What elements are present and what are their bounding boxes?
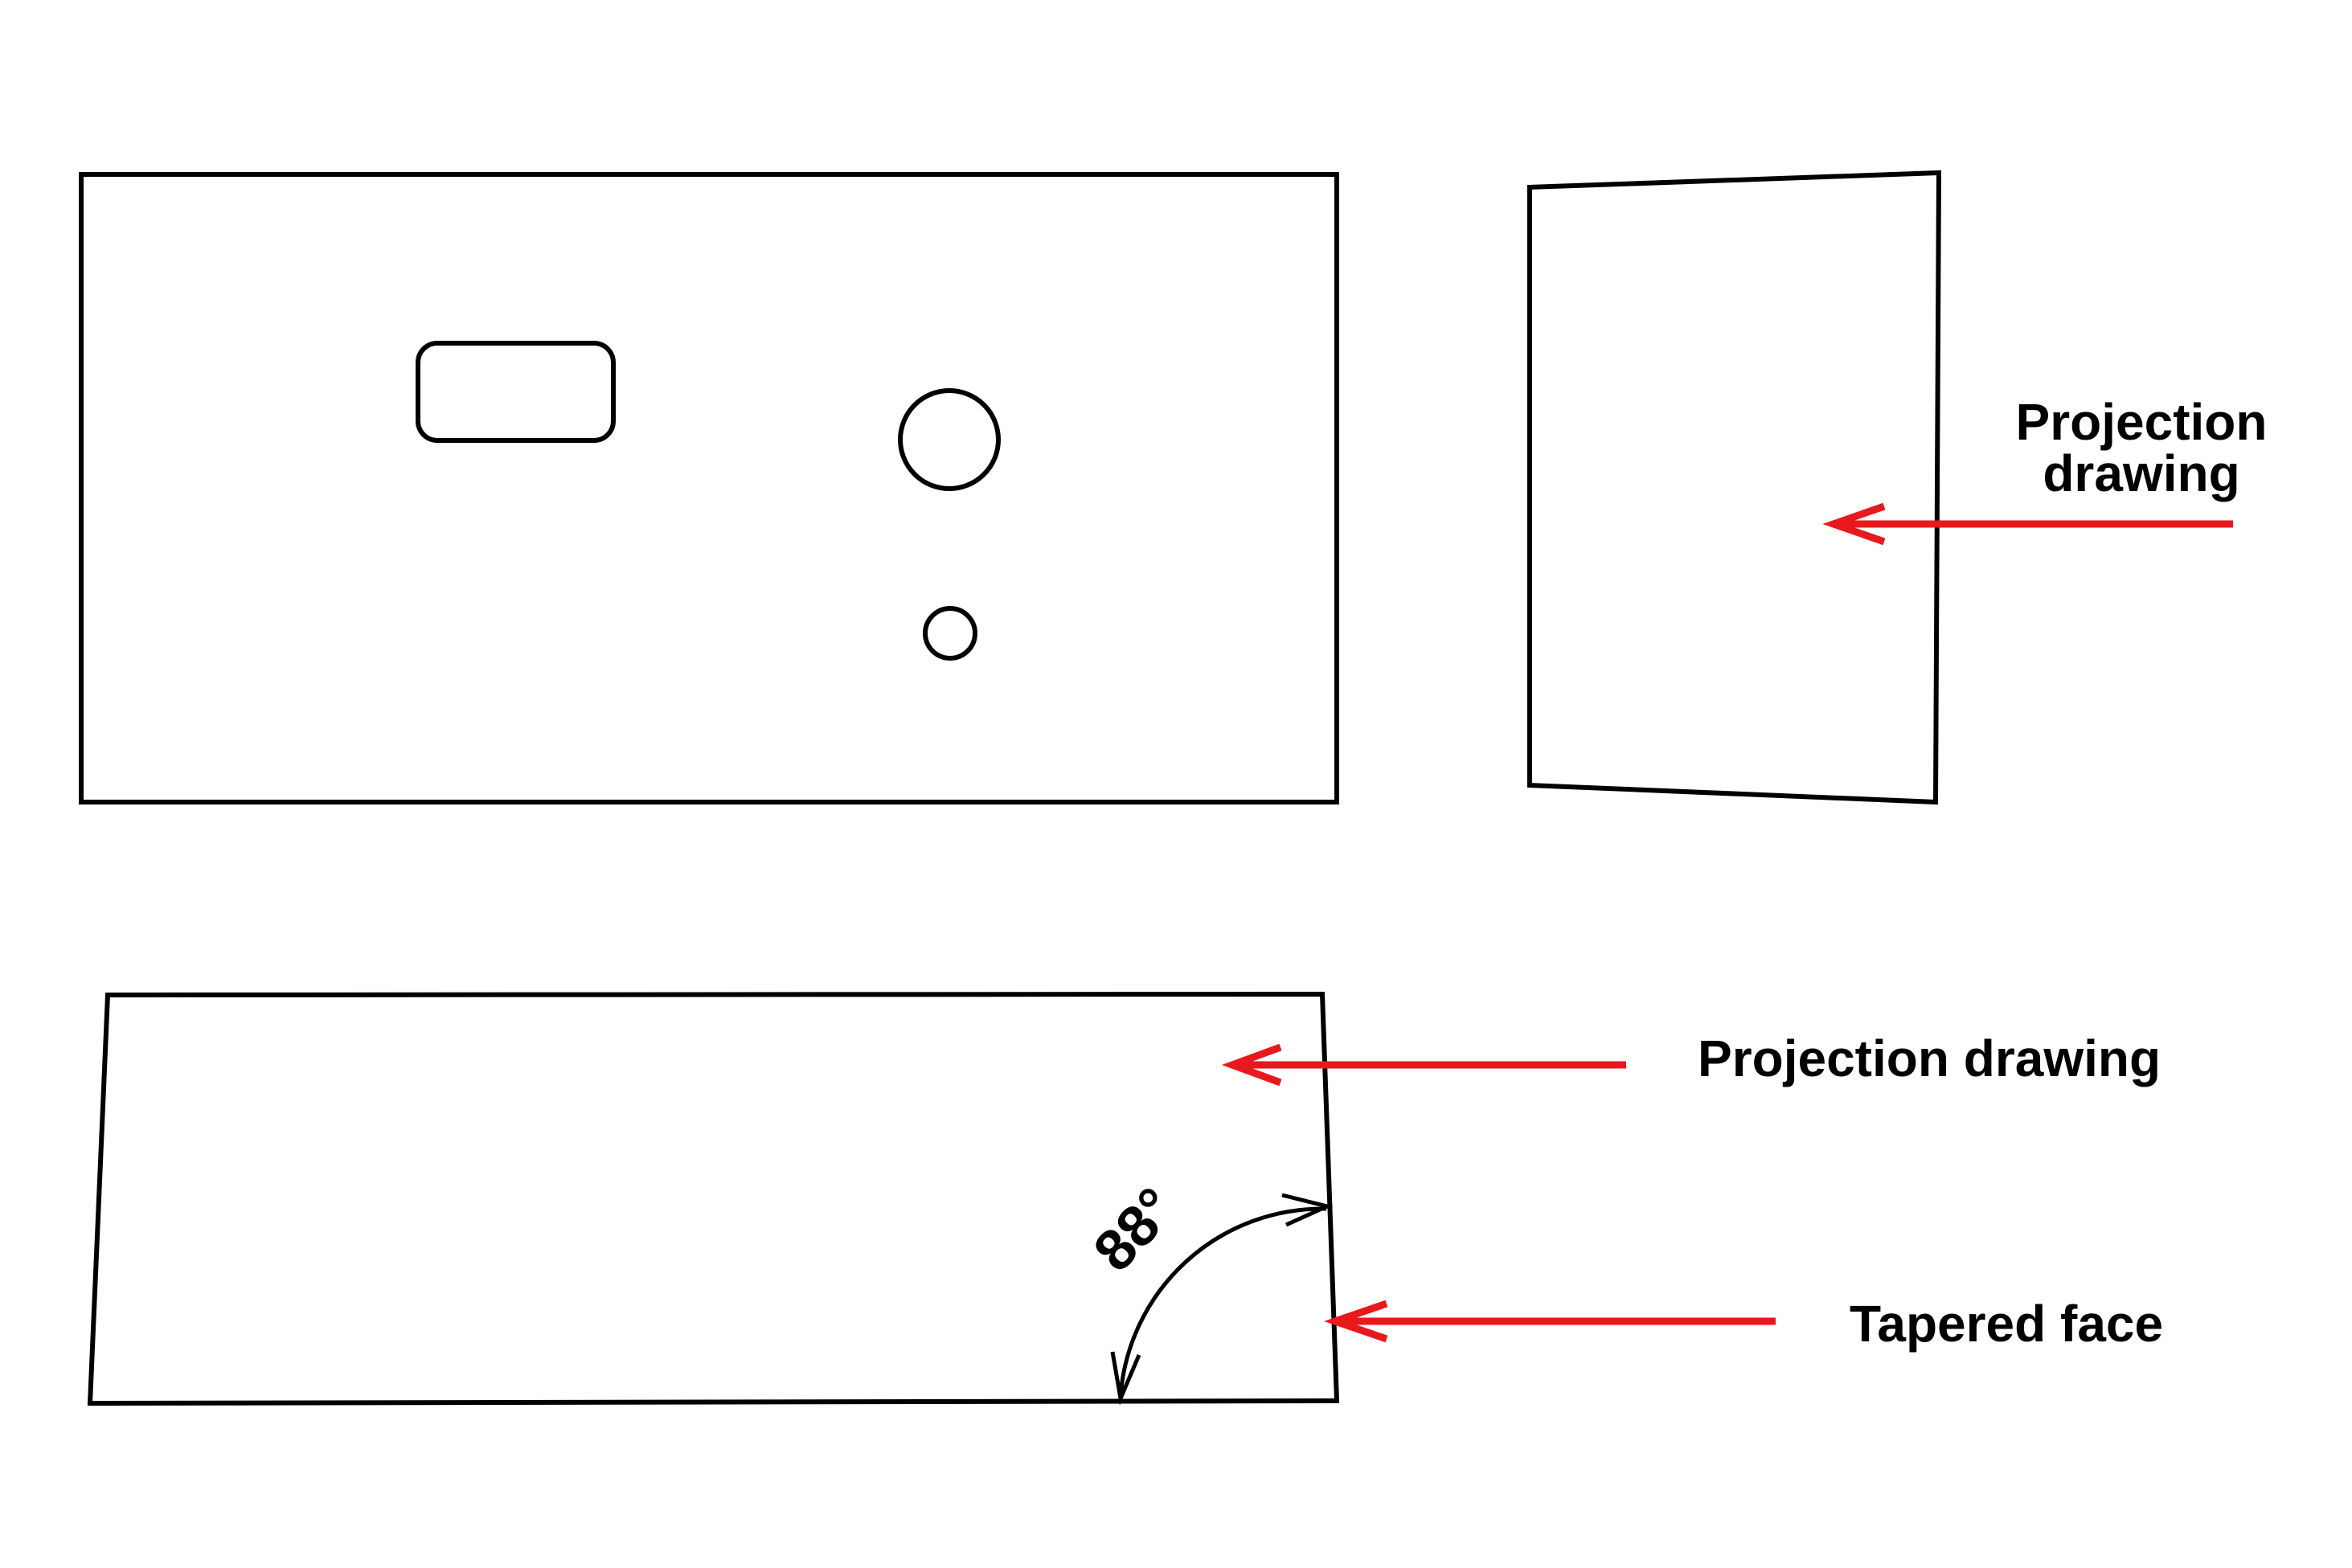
side-view-caption: Projection drawing <box>2016 396 2268 499</box>
tapered-face-caption: Tapered face <box>1850 1295 2164 1353</box>
front-view-outline <box>79 172 1339 804</box>
tapered-face-callout-arrow <box>1324 1300 1776 1343</box>
side-view-caption-line1: Projection <box>2015 393 2268 451</box>
side-view-outline <box>1527 170 1942 805</box>
side-arrow-head-icon <box>1822 502 1886 546</box>
side-view-caption-line2: drawing <box>2043 444 2240 502</box>
bottom-arrow-head-icon <box>1221 1043 1282 1087</box>
side-view-callout-arrow <box>1822 502 2233 546</box>
angle-dimension <box>1110 1193 1334 1406</box>
angle-arc-bottom-arrowhead-icon <box>1110 1351 1141 1406</box>
angle-arc-top-arrowhead-icon <box>1281 1193 1334 1227</box>
rounded-slot-cutout <box>416 341 616 443</box>
angle-arc <box>1118 1206 1327 1397</box>
bottom-view-caption: Projection drawing <box>1698 1030 2161 1087</box>
small-hole <box>923 606 977 661</box>
tapered-arrow-head-icon <box>1324 1300 1388 1343</box>
front-view <box>79 172 1339 804</box>
bottom-view-outline <box>87 991 1340 1406</box>
bottom-view-callout-arrow <box>1221 1043 1626 1087</box>
large-hole <box>898 388 1001 491</box>
